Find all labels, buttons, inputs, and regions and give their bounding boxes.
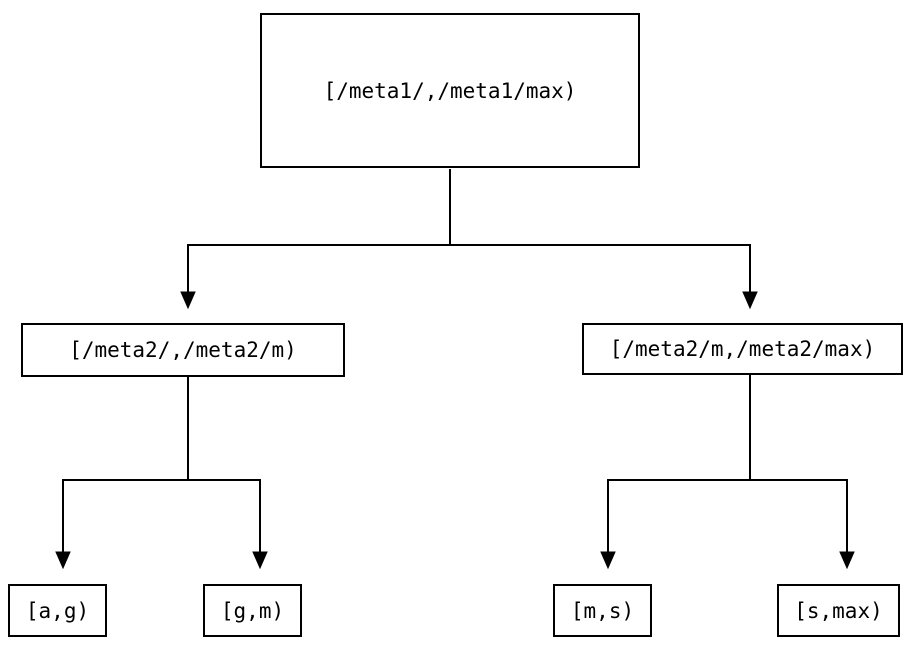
arrowhead-leaf-gm xyxy=(252,551,268,570)
node-leaf-smax: [s,max) xyxy=(777,584,900,637)
arrowhead-meta2-low xyxy=(180,291,196,310)
node-leaf-ms: [m,s) xyxy=(553,584,652,637)
arrowhead-leaf-ag xyxy=(55,551,71,570)
node-leaf-smax-label: [s,max) xyxy=(794,598,883,623)
node-leaf-gm-label: [g,m) xyxy=(220,598,285,623)
node-meta2-high: [/meta2/m,/meta2/max) xyxy=(582,323,903,375)
node-root-label: [/meta1/,/meta1/max) xyxy=(323,78,577,103)
node-meta2-low: [/meta2/,/meta2/m) xyxy=(21,323,345,377)
node-leaf-ag: [a,g) xyxy=(8,584,107,637)
node-leaf-gm: [g,m) xyxy=(203,584,302,637)
arrowhead-meta2-high xyxy=(742,291,758,310)
node-meta2-low-label: [/meta2/,/meta2/m) xyxy=(69,338,297,362)
arrowhead-leaf-smax xyxy=(839,551,855,570)
node-root: [/meta1/,/meta1/max) xyxy=(260,13,640,168)
node-leaf-ag-label: [a,g) xyxy=(25,598,90,623)
node-leaf-ms-label: [m,s) xyxy=(570,598,635,623)
node-meta2-high-label: [/meta2/m,/meta2/max) xyxy=(609,337,876,361)
arrowhead-leaf-ms xyxy=(600,551,616,570)
